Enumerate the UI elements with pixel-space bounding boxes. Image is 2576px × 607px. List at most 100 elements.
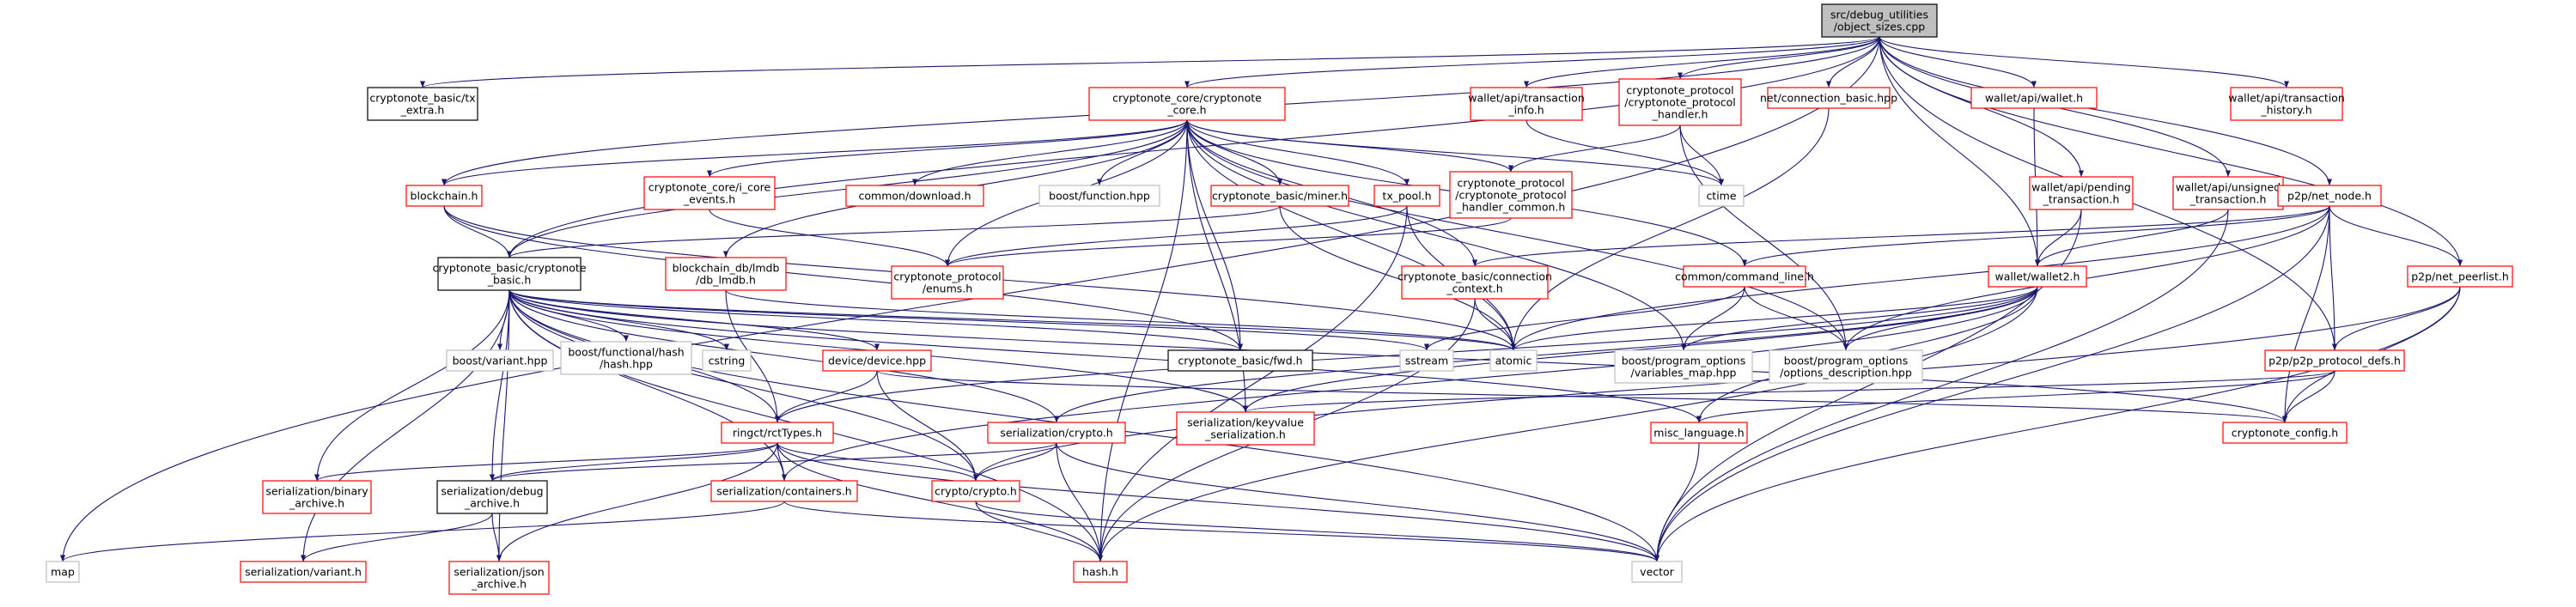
node-label: _core.h [1166, 104, 1206, 117]
node-wallet-txinfo[interactable]: wallet/api/transaction_info.h [1468, 87, 1585, 121]
edge-wallet2-to-keyvalue [1243, 286, 2038, 413]
edge-miner-to-atomic [1279, 205, 1517, 351]
edge-ser-crypto-to-hash [1056, 442, 1104, 562]
edge-unsigned-tx-to-wallet2 [2034, 209, 2229, 267]
node-fwd[interactable]: cryptonote_basic/fwd.h [1167, 349, 1313, 372]
edge-net-node-to-p2p-defs [2329, 205, 2338, 351]
node-label: serialization/debug [441, 485, 543, 498]
node-lmdb[interactable]: blockchain_db/lmdb/db_lmdb.h [665, 257, 787, 291]
node-boost-variant[interactable]: boost/variant.hpp [446, 349, 554, 372]
node-keyvalue[interactable]: serialization/keyvalue_serialization.h [1176, 411, 1315, 446]
node-tx-pool[interactable]: tx_pool.h [1373, 185, 1440, 207]
node-pending-tx[interactable]: wallet/api/pending_transaction.h [2029, 176, 2134, 210]
edge-rctTypes-to-binary-archive [314, 442, 778, 482]
node-blockchain[interactable]: blockchain.h [405, 185, 483, 207]
node-box [891, 265, 1004, 300]
node-label: misc_language.h [1653, 427, 1744, 440]
node-box [446, 349, 554, 372]
edge-device-to-cn-config [876, 370, 2287, 423]
node-boost-fhash[interactable]: boost/functional/hash/hash.hpp [560, 341, 692, 375]
node-box [1167, 349, 1313, 372]
node-box [1821, 3, 1938, 38]
edge-cn-basic-to-binary-archive [314, 289, 510, 482]
node-peerlist[interactable]: p2p/net_peerlist.h [2407, 265, 2513, 288]
node-vector[interactable]: vector [1631, 561, 1683, 583]
node-conn-basic[interactable]: net/connection_basic.hpp [1760, 87, 1897, 109]
node-label: p2p/p2p_protocol_defs.h [2268, 355, 2401, 367]
node-atomic[interactable]: atomic [1489, 349, 1538, 372]
node-hash[interactable]: hash.h [1073, 561, 1128, 583]
node-device[interactable]: device/device.hpp [822, 349, 932, 372]
node-sstream[interactable]: sstream [1399, 349, 1454, 372]
node-net-node[interactable]: p2p/net_node.h [2277, 185, 2382, 207]
edge-conn-basic-to-atomic [1510, 107, 1830, 351]
node-p2p-defs[interactable]: p2p/p2p_protocol_defs.h [2264, 349, 2405, 372]
node-box [1683, 265, 1806, 288]
edge-device-to-rctTypes [774, 370, 878, 423]
node-box [1088, 87, 1286, 121]
edge-root-to-wallet-txhist [1879, 36, 2289, 88]
node-label: common/command_line.h [1675, 270, 1814, 283]
node-tx-extra[interactable]: cryptonote_basic/tx_extra.h [367, 87, 478, 121]
node-box [405, 185, 483, 207]
node-box [240, 561, 367, 583]
node-cstring[interactable]: cstring [702, 349, 752, 372]
node-unsigned-tx[interactable]: wallet/api/unsigned_transaction.h [2172, 176, 2284, 210]
edge-core-to-download [911, 119, 1188, 186]
edge-root-to-cn-basic [507, 36, 1880, 258]
edge-wallet2-to-atomic [1511, 286, 2038, 351]
node-debug-archive[interactable]: serialization/debug_archive.h [436, 480, 548, 514]
node-label: cstring [709, 355, 746, 367]
node-label: tx_pool.h [1382, 190, 1431, 203]
node-download[interactable]: common/download.h [845, 185, 984, 207]
node-map[interactable]: map [46, 561, 80, 583]
edge-cn-basic-to-atomic [509, 289, 1516, 351]
node-ser-variant[interactable]: serialization/variant.h [240, 561, 367, 583]
edge-ser-crypto-to-vector [1056, 442, 1659, 562]
edge-cmd-line-to-sstream [1424, 286, 1745, 351]
node-binary-archive[interactable]: serialization/binary_archive.h [262, 480, 372, 514]
node-root[interactable]: src/debug_utilities/object_sizes.cpp [1821, 3, 1938, 38]
edge-p2p-defs-to-keyvalue [1243, 370, 2335, 413]
node-conn-context[interactable]: cryptonote_basic/connection_context.h [1398, 265, 1552, 300]
node-core[interactable]: cryptonote_core/cryptonote_core.h [1088, 87, 1286, 121]
edge-ser-crypto-to-crypto [972, 442, 1057, 482]
edge-root-to-conn-basic [1825, 36, 1880, 88]
node-vars-map[interactable]: boost/program_options/variables_map.hpp [1614, 349, 1753, 384]
node-label: _archive.h [289, 497, 344, 510]
node-enums[interactable]: cryptonote_protocol/enums.h [891, 265, 1004, 300]
node-label: common/download.h [859, 190, 971, 203]
node-label: net/connection_basic.hpp [1760, 92, 1897, 105]
node-cmd-line[interactable]: common/command_line.h [1675, 265, 1814, 288]
edge-net-node-to-peerlist [2329, 205, 2463, 267]
node-opt-desc[interactable]: boost/program_options/options_descriptio… [1769, 349, 1923, 384]
node-label: boost/variant.hpp [453, 355, 548, 367]
edge-root-to-wallet-h [1879, 36, 2037, 88]
node-box [46, 561, 80, 583]
edge-core-to-i-core-events [707, 119, 1188, 178]
node-boost-function[interactable]: boost/function.hpp [1038, 185, 1160, 207]
node-cn-basic[interactable]: cryptonote_basic/cryptonote_basic.h [432, 257, 587, 291]
node-handler-common[interactable]: cryptonote_protocol/cryptonote_protocol_… [1449, 171, 1573, 219]
node-wallet-txhist[interactable]: wallet/api/transaction_history.h [2228, 87, 2345, 121]
node-i-core-events[interactable]: cryptonote_core/i_core_events.h [643, 176, 776, 210]
node-miner[interactable]: cryptonote_basic/miner.h [1210, 185, 1349, 207]
edge-miner-to-cn-basic [507, 205, 1281, 258]
node-proto-handler[interactable]: cryptonote_protocol/cryptonote_protocol_… [1618, 78, 1742, 126]
node-wallet-h[interactable]: wallet/api/wallet.h [1970, 87, 2098, 109]
edge-rctTypes-to-debug-archive [490, 442, 778, 482]
node-crypto[interactable]: crypto/crypto.h [931, 480, 1020, 502]
node-rctTypes[interactable]: ringct/rctTypes.h [721, 422, 834, 444]
node-cn-config[interactable]: cryptonote_config.h [2222, 422, 2348, 444]
node-label: cryptonote_core/i_core [649, 181, 771, 194]
node-ser-crypto[interactable]: serialization/crypto.h [987, 422, 1126, 444]
node-label: p2p/net_peerlist.h [2411, 270, 2509, 283]
node-containers[interactable]: serialization/containers.h [710, 480, 858, 502]
node-ctime[interactable]: ctime [1698, 185, 1745, 207]
node-box [1489, 349, 1538, 372]
node-wallet2[interactable]: wallet/wallet2.h [1988, 265, 2087, 288]
node-label: _transaction.h [2189, 193, 2267, 206]
node-misc-lang[interactable]: misc_language.h [1650, 422, 1748, 444]
node-json-archive[interactable]: serialization/json_archive.h [448, 561, 550, 595]
